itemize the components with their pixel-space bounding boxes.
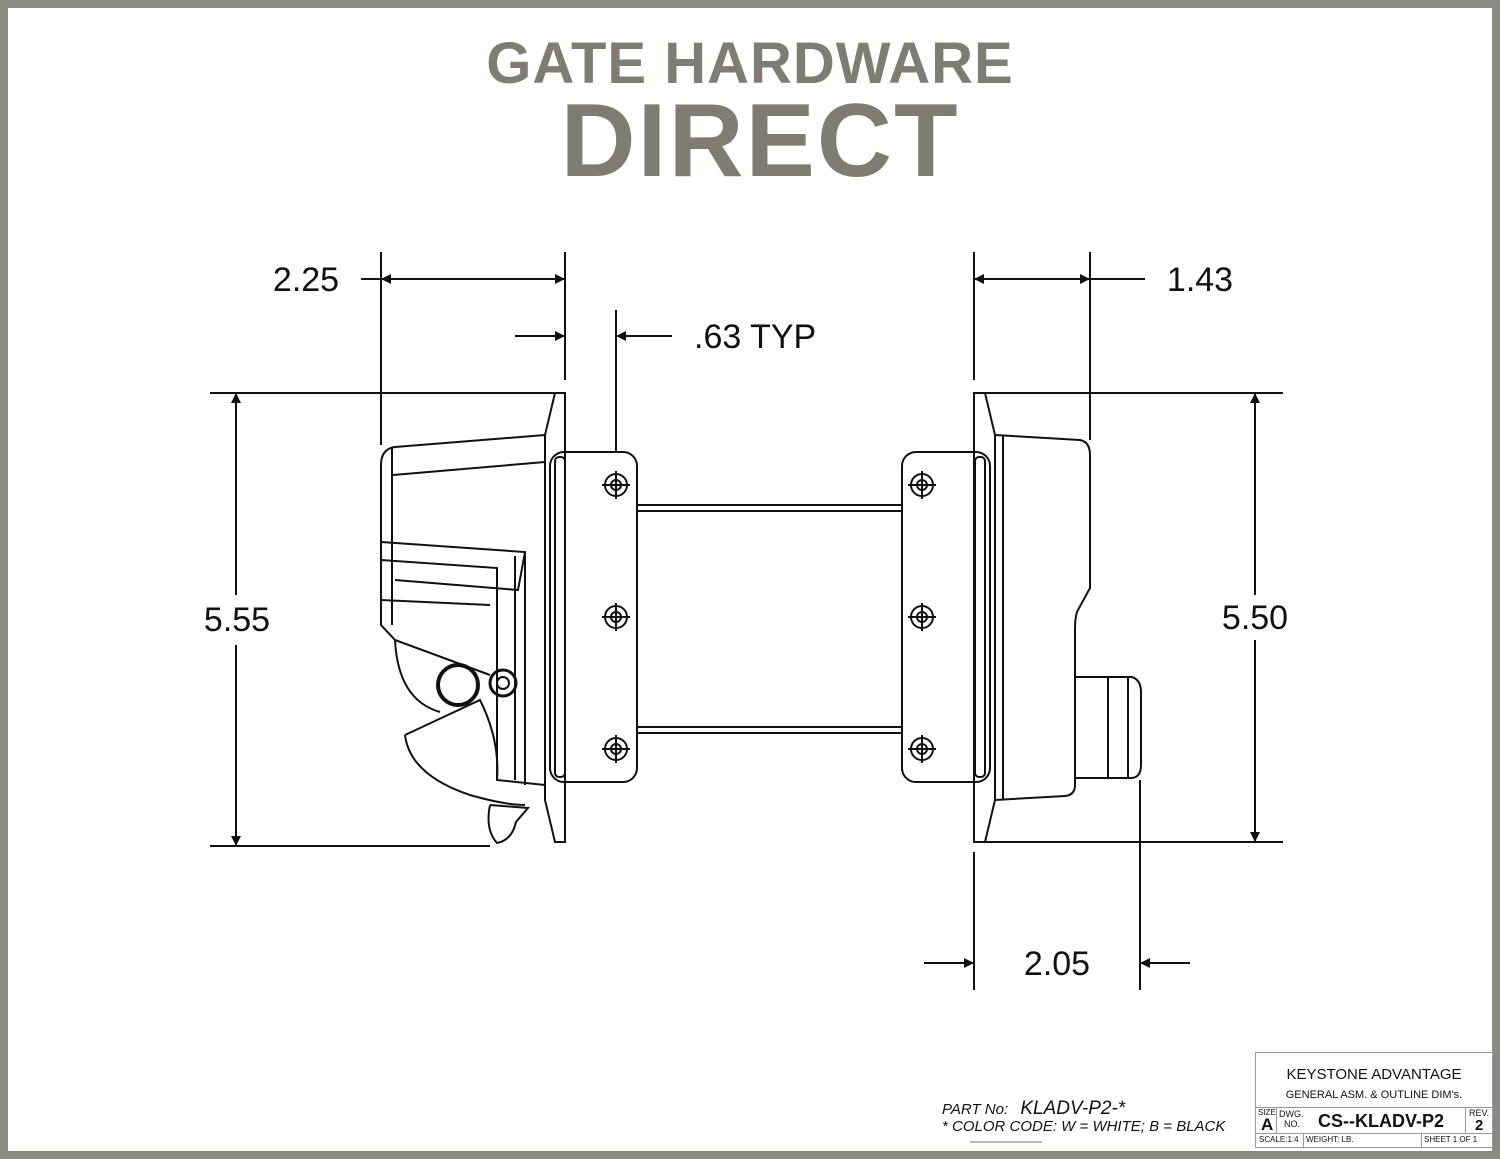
part-number-row: PART No: KLADV-P2-* [942, 1098, 1125, 1120]
size-label: SIZE [1258, 1108, 1276, 1117]
part-label: PART No: [942, 1101, 1009, 1118]
rev-value: 2 [1475, 1117, 1484, 1134]
dim-5-50: 5.50 [1222, 599, 1288, 637]
screw-holes [602, 471, 936, 763]
screw-hole-icon [908, 603, 936, 631]
rev-label: REV. [1469, 1108, 1490, 1118]
screw-hole-icon [908, 471, 936, 499]
drawing-description: GENERAL ASM. & OUTLINE DIM's. [1285, 1089, 1463, 1101]
dimension-lines [210, 252, 1283, 990]
company-name: KEYSTONE ADVANTAGE [1286, 1066, 1462, 1083]
brand-line-1: GATE HARDWARE [486, 31, 1014, 96]
title-block: KEYSTONE ADVANTAGE GENERAL ASM. & OUTLIN… [1255, 1052, 1493, 1148]
color-code: * COLOR CODE: W = WHITE; B = BLACK [942, 1118, 1226, 1135]
brand-line-2: DIRECT [560, 83, 960, 199]
sheet-number: SHEET 1 OF 1 [1424, 1135, 1478, 1144]
drawing-sheet [8, 8, 1492, 1151]
screw-hole-icon [908, 735, 936, 763]
dim-1-43: 1.43 [1167, 261, 1233, 299]
latch-left-view [380, 392, 1142, 845]
drawing-number: CS--KLADV-P2 [1318, 1111, 1445, 1131]
no-label: NO. [1284, 1119, 1301, 1129]
dim-63-typ: .63 TYP [694, 318, 816, 356]
scale: SCALE:1:4 [1259, 1135, 1299, 1144]
screw-hole-icon [602, 471, 630, 499]
weight: WEIGHT: LB. [1306, 1135, 1354, 1144]
size-value: A [1261, 1115, 1274, 1134]
dwg-label: DWG. [1279, 1109, 1304, 1119]
dim-2-25: 2.25 [273, 261, 339, 299]
dim-2-05: 2.05 [1024, 945, 1090, 983]
part-number: KLADV-P2-* [1020, 1098, 1126, 1119]
screw-hole-icon [602, 735, 630, 763]
dim-5-55: 5.55 [204, 601, 270, 639]
screw-hole-icon [602, 603, 630, 631]
